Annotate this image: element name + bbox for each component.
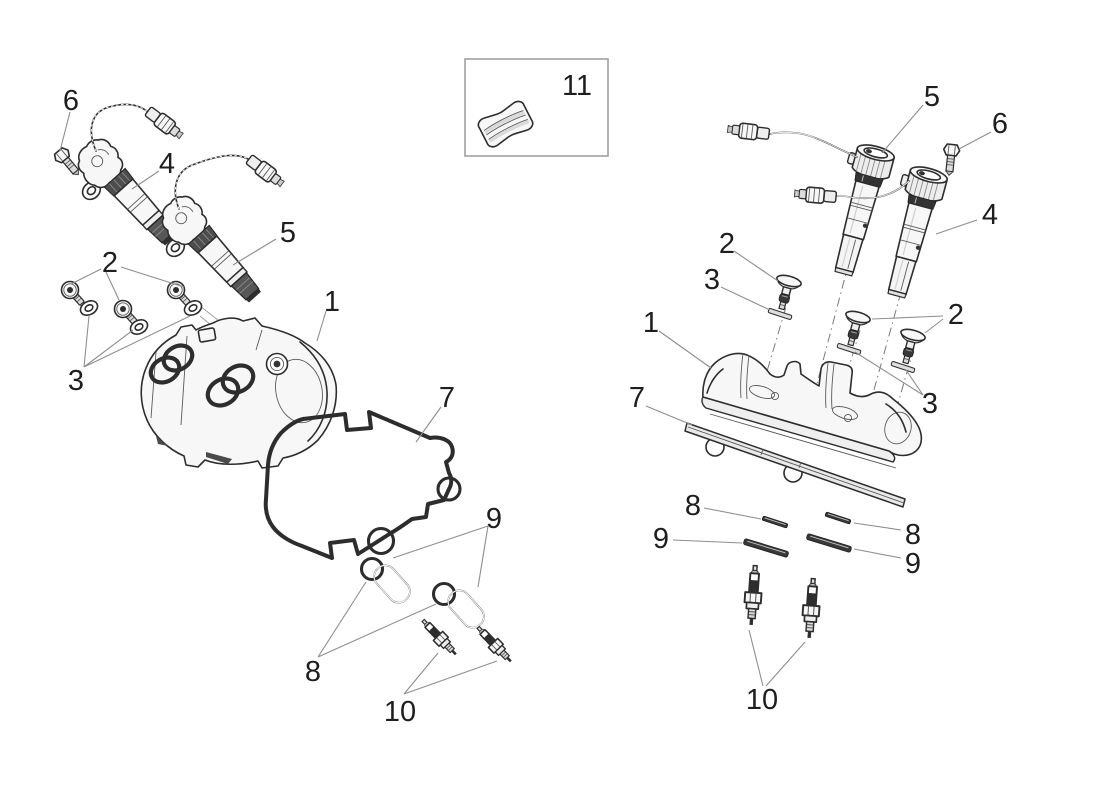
callout-left-9: 9 [486,503,502,535]
coil-wire-braid-1 [90,104,149,152]
left-assembly: 6 4 5 2 3 1 7 9 8 10 [51,85,517,728]
callout-right-6: 6 [992,108,1008,140]
callout-right-3-lower: 3 [922,388,938,420]
valve-cover-left [140,317,338,469]
callout-right-4: 4 [982,199,998,231]
callout-left-10: 10 [384,696,416,728]
callout-right-9-right: 9 [905,548,921,580]
callout-right-9-left: 9 [653,523,669,555]
callout-right-1: 1 [643,307,659,339]
inset-box: 11 [464,58,609,157]
coil-wire-core-1 [769,131,858,158]
callout-right-7: 7 [629,382,645,414]
callout-right-10: 10 [746,684,778,716]
o-ring-left-1 [359,556,385,582]
cover-gasket-right [684,422,906,508]
callout-left-2: 2 [102,247,118,279]
leader-lines-left [59,111,498,695]
callout-right-2-lower: 2 [948,299,964,331]
coil-wire-braid-2 [175,155,251,210]
callout-left-8: 8 [305,656,321,688]
right-assembly: 5 6 4 2 3 2 1 3 7 8 8 9 9 10 [629,81,1008,716]
callout-left-5: 5 [280,217,296,249]
o-ring-left-2 [431,581,457,607]
callout-left-4: 4 [159,148,175,180]
callout-right-3-upper: 3 [704,264,720,296]
leader-lines-right [645,104,992,687]
callout-left-6: 6 [63,85,79,117]
callout-right-2-upper: 2 [719,228,735,260]
callout-right-8-right: 8 [905,519,921,551]
callout-left-7: 7 [439,382,455,414]
rubber-damper-part [477,100,534,148]
callout-right-8-left: 8 [685,490,701,522]
coil-wire-core-2 [836,180,910,199]
callout-right-5: 5 [924,81,940,113]
callout-inset-11: 11 [562,70,592,102]
valve-cover-right [701,352,923,469]
callout-left-1: 1 [324,286,340,318]
callout-left-3: 3 [68,365,84,397]
cover-gasket-left [263,410,462,560]
